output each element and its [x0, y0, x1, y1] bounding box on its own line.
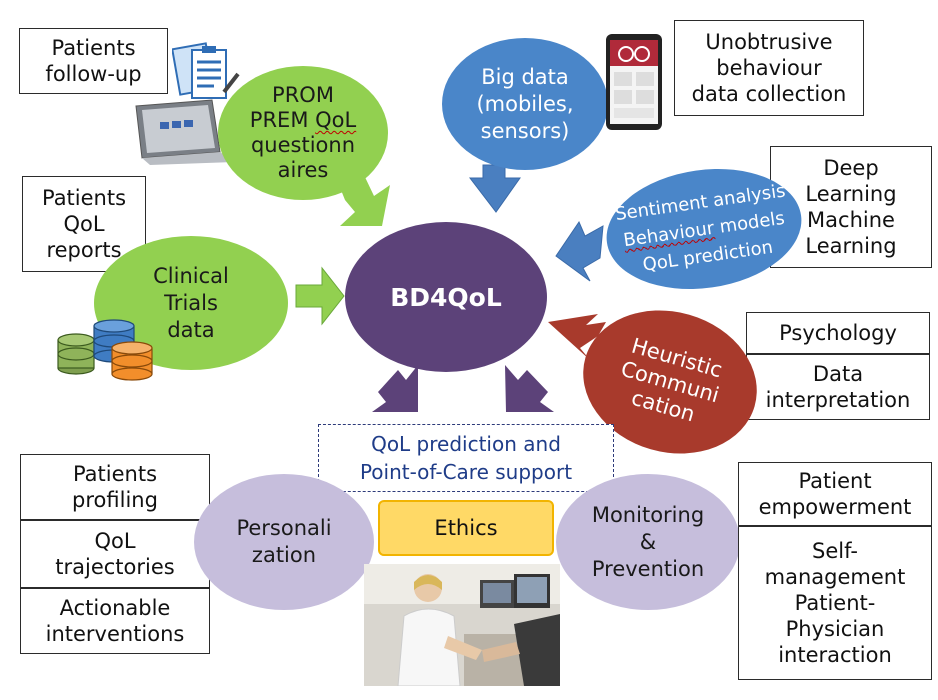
- psychology-box: Psychology: [746, 312, 930, 354]
- actionable-interventions-box: Actionable interventions: [20, 588, 210, 654]
- prom-line-3: questionn: [250, 133, 356, 157]
- big-data-ellipse: Big data (mobiles, sensors): [442, 38, 608, 170]
- patients-profiling-box: Patients profiling: [20, 454, 210, 520]
- data-interpretation-box: Data interpretation: [746, 354, 930, 420]
- patient-empowerment-box: Patient empowerment: [738, 462, 932, 526]
- prom-line-2: PREM QoL: [249, 108, 357, 132]
- patients-followup-box: Patients follow-up: [19, 28, 168, 94]
- monitoring-prevention-ellipse: Monitoring & Prevention: [556, 474, 740, 610]
- arrow-sentiment-to-center: [555, 220, 604, 282]
- arrow-heuristic-to-center: [548, 314, 606, 360]
- arrow-center-down-left: [372, 365, 418, 412]
- arrow-prom-to-center: [340, 175, 390, 226]
- unobtrusive-box: Unobtrusive behaviour data collection: [674, 20, 864, 116]
- arrow-bigdata-to-center: [468, 164, 521, 213]
- prom-prem-ellipse: PROM PREM QoL questionn aires: [218, 66, 388, 200]
- smartphone-icon: [606, 34, 662, 130]
- arrow-center-down-right: [505, 365, 554, 412]
- ethics-box: Ethics: [378, 500, 554, 556]
- prom-line-1: PROM: [272, 83, 334, 107]
- bd4qol-center-ellipse: BD4QoL: [345, 222, 547, 372]
- deep-learning-box: Deep Learning Machine Learning: [770, 146, 932, 268]
- doctor-patient-photo: [364, 564, 560, 686]
- arrow-clinical-to-center: [295, 266, 345, 326]
- questionnaire-icon: [172, 42, 240, 99]
- self-management-box: Self- management Patient- Physician inte…: [738, 526, 932, 680]
- tablet-icon: [135, 99, 234, 165]
- database-icon: [57, 319, 153, 381]
- qol-prediction-box: QoL prediction and Point-of-Care support: [318, 424, 614, 492]
- prom-line-4: aires: [277, 158, 329, 182]
- personalization-ellipse: Personali zation: [194, 474, 374, 610]
- qol-trajectories-box: QoL trajectories: [20, 520, 210, 588]
